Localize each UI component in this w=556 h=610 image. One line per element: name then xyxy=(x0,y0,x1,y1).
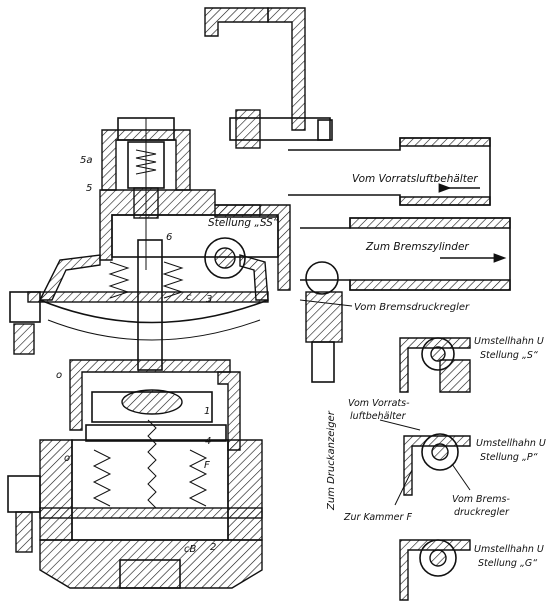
mark-o-upper: o xyxy=(56,370,62,381)
label-vom-bremsdruckregler: Vom Bremsdruckregler xyxy=(354,302,470,313)
label-vom-brems-1: Vom Brems- xyxy=(452,494,510,505)
mark-5a: 5a xyxy=(80,155,93,166)
label-zur-kammer-f: Zur Kammer F xyxy=(343,512,412,523)
supply-pipe xyxy=(288,137,491,206)
mark-2: 2 xyxy=(210,542,216,553)
piston-chamber-1 xyxy=(69,359,241,451)
label-vom-vorrats-1: Vom Vorrats- xyxy=(348,398,410,409)
main-body xyxy=(27,189,291,371)
spring-3 xyxy=(108,261,184,299)
label-umstellhahn-g-1: Umstellhahn U xyxy=(474,544,544,555)
label-umstellhahn-g-2: Stellung „G“ xyxy=(478,558,537,569)
mark-o-lower: o xyxy=(64,453,70,464)
gauge-connector xyxy=(305,261,343,383)
mark-3: 3 xyxy=(206,294,212,305)
mark-c: c xyxy=(186,292,192,303)
label-vom-vorratsluftbehaelter: Vom Vorratsluftbehälter xyxy=(352,173,478,185)
cock-detail-p xyxy=(403,433,471,496)
label-umstellhahn-s-2: Stellung „S“ xyxy=(480,350,538,361)
mark-4: 4 xyxy=(205,436,211,447)
label-umstellhahn-p-1: Umstellhahn U xyxy=(476,438,546,449)
mounting-bracket xyxy=(204,7,333,149)
brake-cylinder-pipe xyxy=(300,217,511,291)
label-zum-bremszylinder: Zum Bremszylinder xyxy=(365,241,469,253)
stellung-ss-cock xyxy=(204,237,246,279)
cock-detail-g xyxy=(399,539,471,601)
cock-detail-s xyxy=(399,337,471,393)
mark-5: 5 xyxy=(86,183,92,194)
mark-1: 1 xyxy=(204,406,210,417)
mark-f: F xyxy=(204,460,210,471)
label-vom-vorrats-2: luftbehälter xyxy=(350,411,407,422)
label-umstellhahn-s-1: Umstellhahn U xyxy=(474,336,544,347)
bottom-left-fitting xyxy=(7,475,41,553)
mark-cb: cB xyxy=(184,544,196,555)
lower-spring-chamber xyxy=(39,419,263,589)
left-fitting xyxy=(9,291,41,355)
label-zum-druckanzeiger: Zum Druckanzeiger xyxy=(326,410,337,511)
mark-6: 6 xyxy=(166,232,172,243)
label-vom-brems-2: druckregler xyxy=(454,507,510,518)
label-umstellhahn-p-2: Stellung „P“ xyxy=(480,452,538,463)
label-stellung-ss: Stellung „SS“ xyxy=(208,217,279,229)
